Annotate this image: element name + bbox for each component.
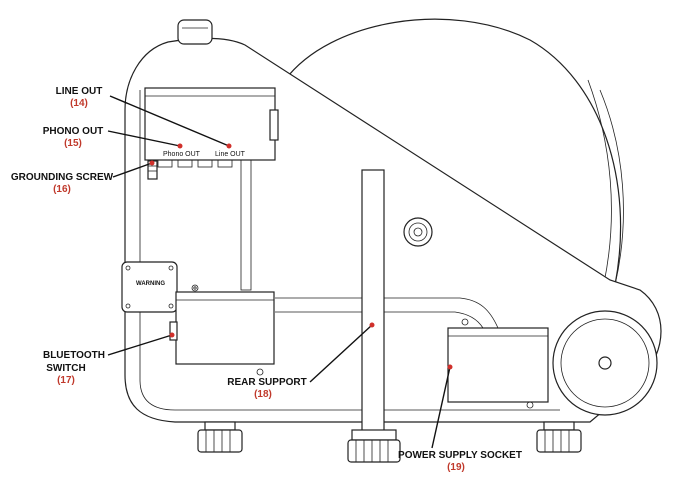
- line-out-number: (14): [70, 98, 88, 109]
- left-foot: [197, 421, 243, 453]
- rear-support-marker: [369, 322, 375, 328]
- bluetooth-switch-title-2: SWITCH: [46, 363, 85, 374]
- cabinet-inner-line: [139, 90, 560, 411]
- power-supply-box: [447, 318, 549, 409]
- callout-labels: LINE OUT (14) PHONO OUT (15) GROUNDING S…: [11, 86, 522, 473]
- bluetooth-switch-part: [169, 321, 178, 341]
- top-knob: [177, 19, 213, 45]
- bluetooth-switch-number: (17): [57, 375, 75, 386]
- connector-panel: Phono OUT Line OUT: [144, 87, 279, 291]
- center-knob: [403, 217, 433, 247]
- rear-support-number: (18): [254, 389, 272, 400]
- power-supply-marker: [447, 364, 453, 370]
- power-supply-socket-number: (19): [447, 462, 465, 473]
- warning-plate: WARNING: [121, 261, 199, 313]
- bluetooth-switch-marker: [169, 332, 175, 338]
- drive-wheel-hub: [598, 356, 612, 370]
- callout-leaders: [107, 95, 453, 449]
- warning-label: WARNING: [136, 281, 165, 287]
- platter-rim-inner: [587, 79, 612, 284]
- rear-support-title: REAR SUPPORT: [227, 377, 306, 388]
- phono-out-marker: [177, 143, 183, 149]
- bluetooth-switch-title-1: BLUETOOTH: [43, 350, 105, 361]
- phono-out-number: (15): [64, 138, 82, 149]
- platter-rim: [599, 89, 624, 286]
- grounding-screw-number: (16): [53, 184, 71, 195]
- platter-disc: [284, 18, 622, 301]
- line-out-title: LINE OUT: [56, 86, 103, 97]
- phono-out-panel-label: Phono OUT: [163, 151, 201, 158]
- feet: [197, 421, 582, 453]
- cable-guide: [240, 159, 252, 291]
- bluetooth-module: [169, 291, 275, 376]
- grounding-screw-marker: [149, 160, 155, 166]
- line-out-panel-label: Line OUT: [215, 151, 246, 158]
- horizontal-rail: [275, 297, 499, 329]
- rear-support-post: [347, 169, 401, 463]
- power-supply-socket-title: POWER SUPPLY SOCKET: [398, 450, 522, 461]
- grounding-screw-title: GROUNDING SCREW: [11, 172, 114, 183]
- phono-out-title: PHONO OUT: [43, 126, 104, 137]
- right-foot: [536, 421, 582, 453]
- line-out-marker: [226, 143, 232, 149]
